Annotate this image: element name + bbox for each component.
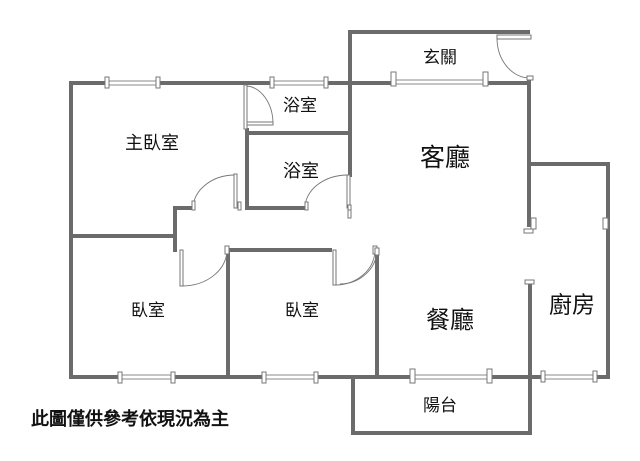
label-kitchen: 廚房 (549, 293, 595, 319)
label-bath-upper: 浴室 (283, 96, 317, 116)
doors (179, 34, 534, 287)
label-bedroom-middle: 臥室 (285, 301, 319, 321)
label-living-room: 客廳 (420, 143, 470, 172)
label-bedroom-left: 臥室 (131, 301, 165, 321)
label-balcony: 陽台 (423, 396, 457, 416)
label-master-bedroom: 主臥室 (125, 133, 179, 154)
disclaimer-caption: 此圖僅供參考依現況為主 (31, 408, 229, 430)
windows (104, 71, 609, 384)
room-labels: 玄關 浴室 主臥室 浴室 客廳 臥室 臥室 餐廳 廚房 陽台 (125, 48, 595, 416)
label-entrance: 玄關 (423, 48, 457, 68)
label-dining-room: 餐廳 (426, 306, 474, 334)
walls (69, 30, 610, 435)
label-bath-lower: 浴室 (283, 161, 319, 182)
